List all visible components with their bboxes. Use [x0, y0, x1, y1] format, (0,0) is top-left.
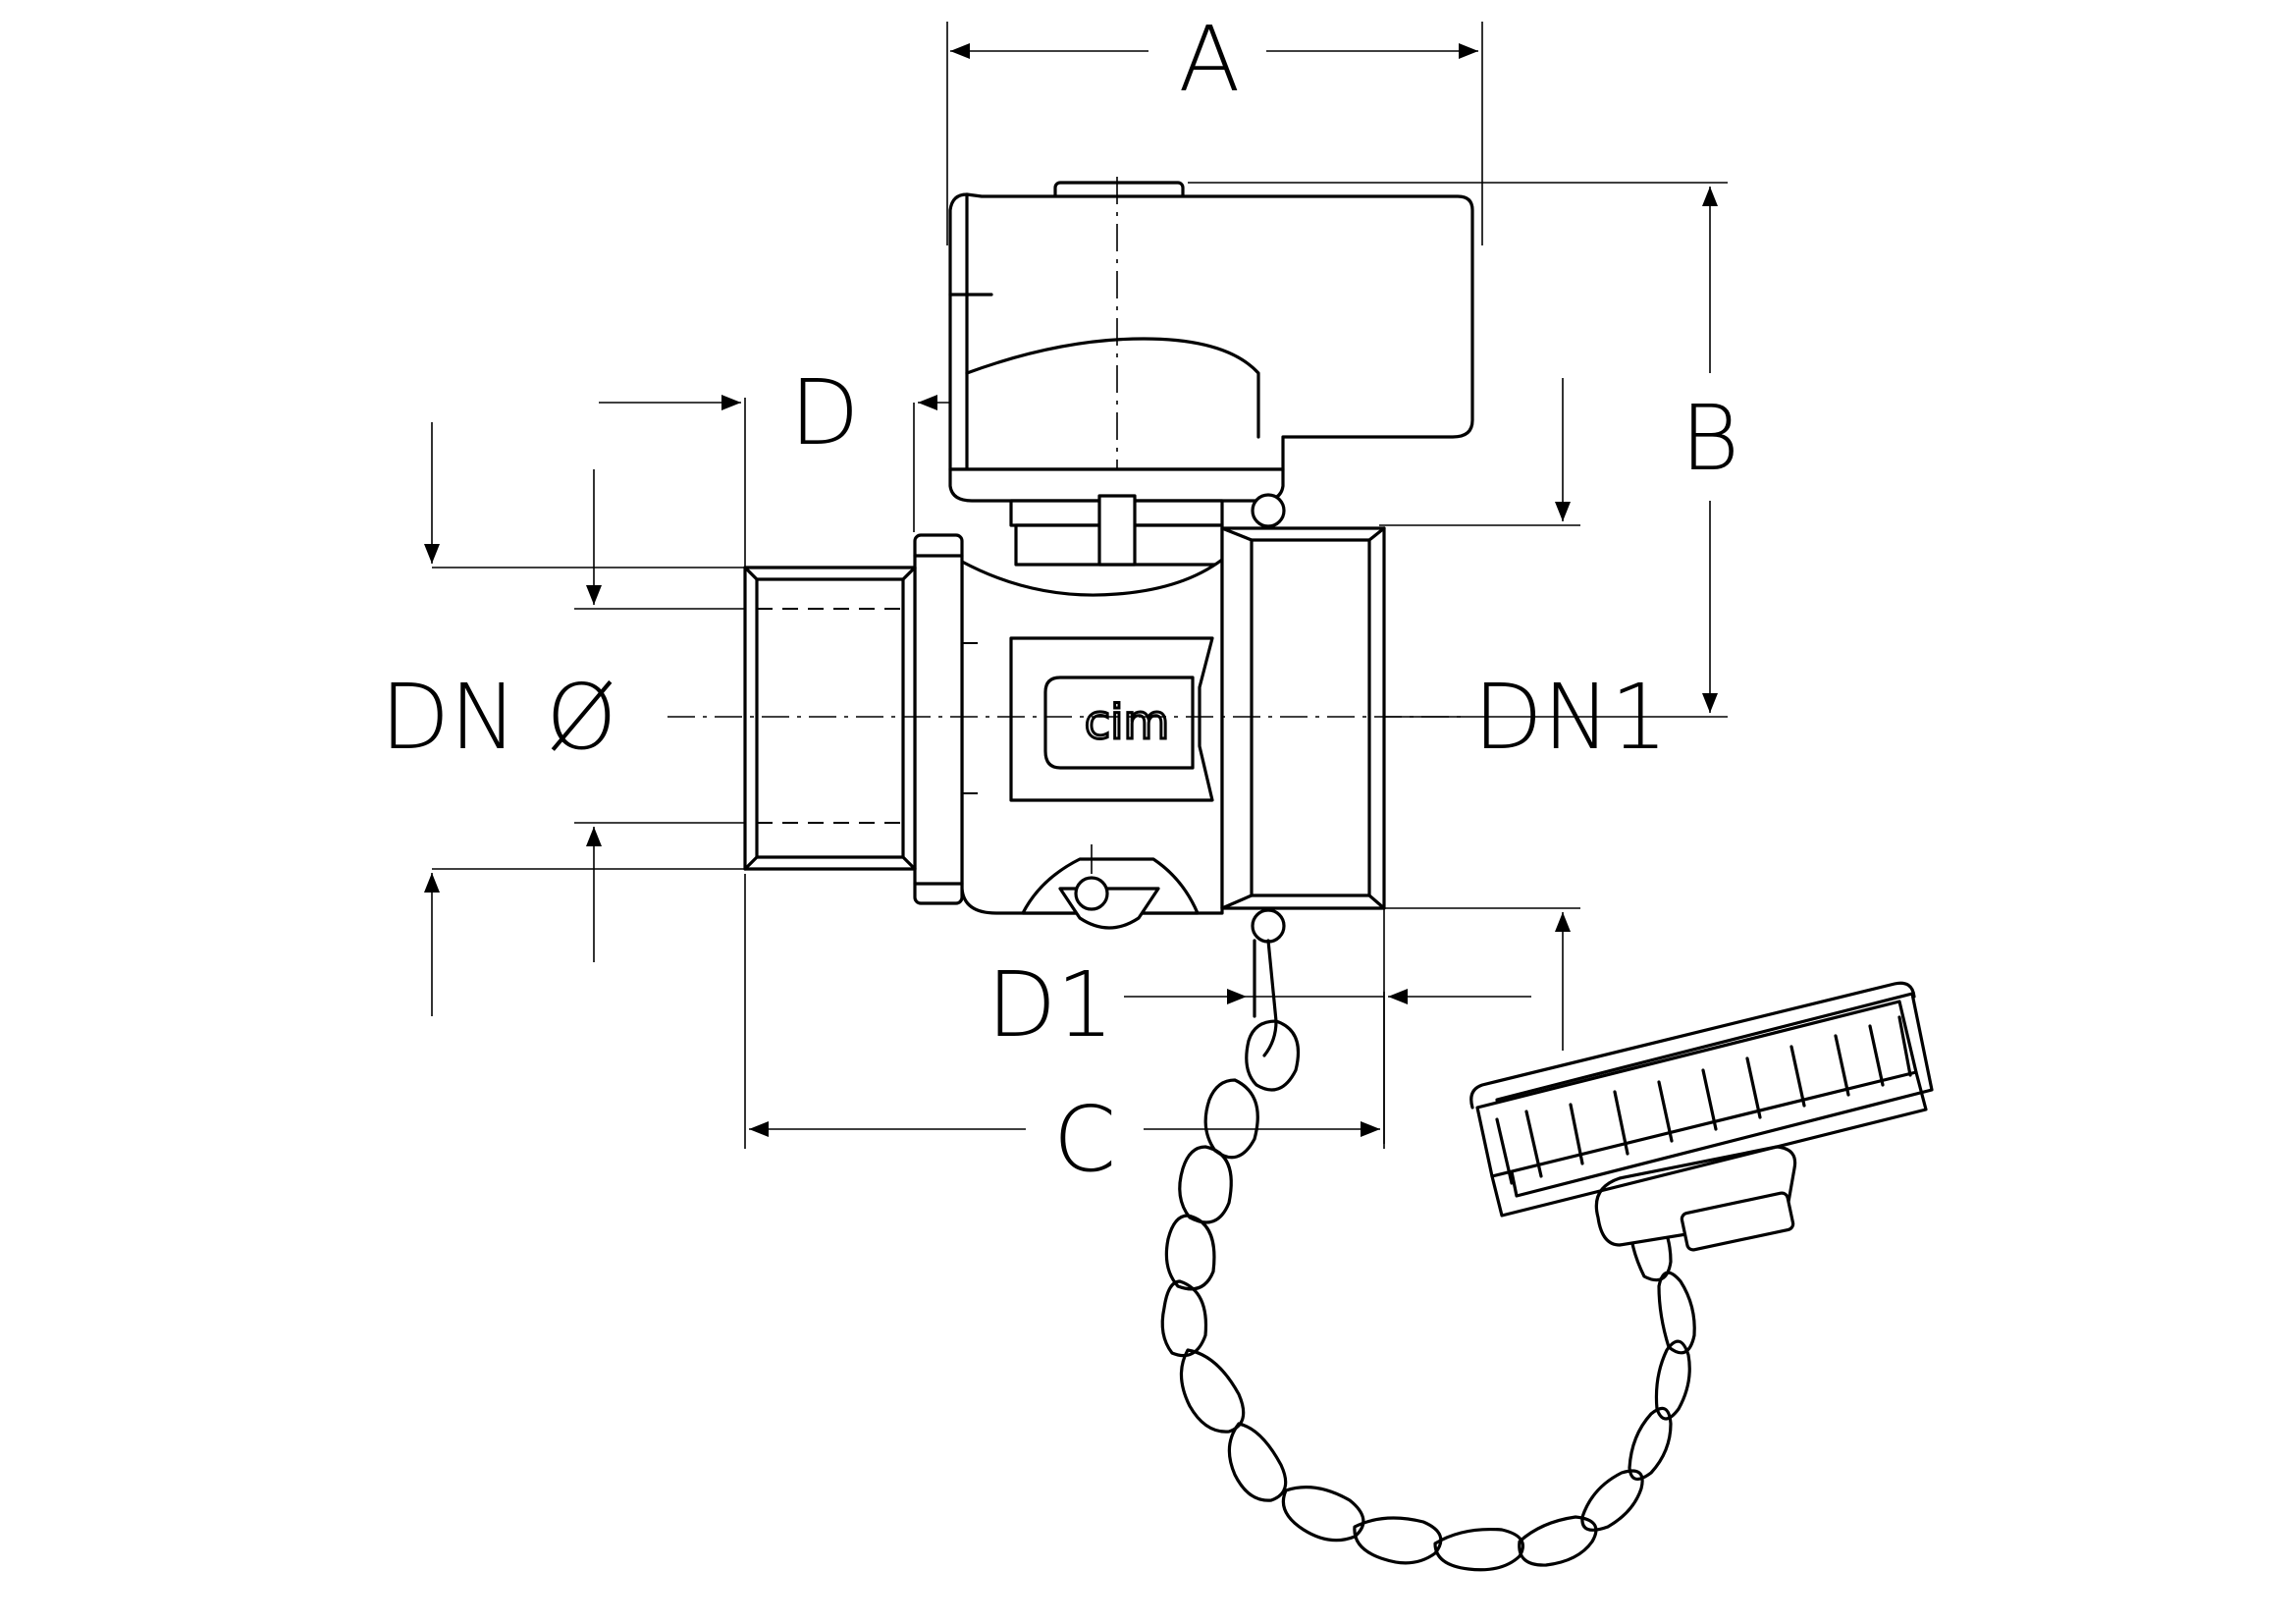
brand-logo: cim	[1085, 695, 1169, 750]
dimension-label-c: C	[1053, 1087, 1116, 1192]
dimension-label-dn1: DN1	[1473, 665, 1668, 770]
dimension-label-d1: D1	[987, 952, 1113, 1057]
dimension-label-b: B	[1681, 386, 1739, 491]
dimension-label-a: A	[1179, 7, 1241, 112]
valve-body	[667, 493, 1463, 944]
dimension-label-d: D	[790, 360, 860, 465]
dimension-label-dn: DN Ø	[380, 665, 616, 770]
dust-cap	[1469, 981, 1934, 1252]
retaining-chain	[1160, 939, 1696, 1572]
butterfly-handle	[948, 177, 1474, 550]
